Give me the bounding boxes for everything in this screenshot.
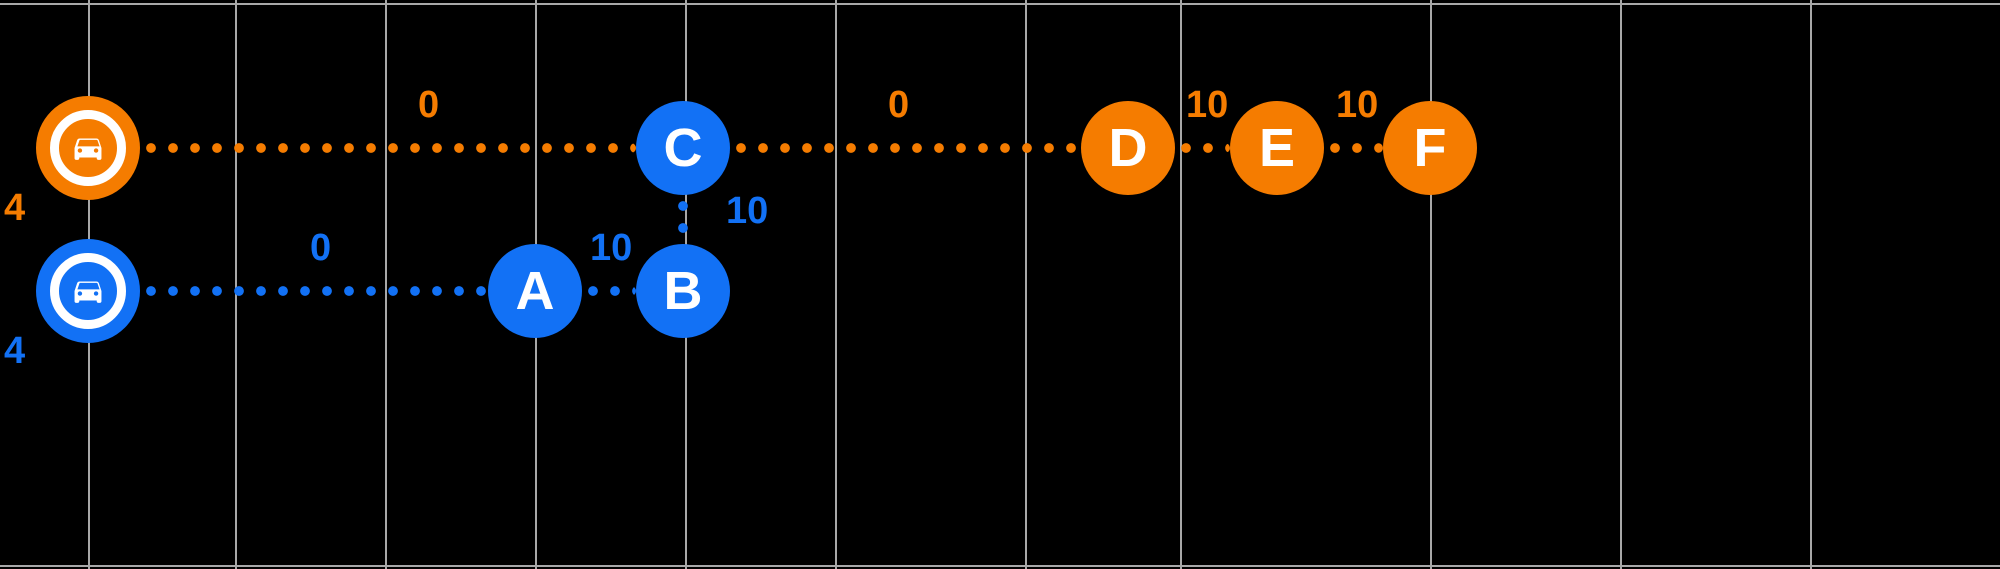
node-b-label: B	[663, 261, 703, 321]
vehicle-orange-capacity-label: 4	[4, 187, 26, 229]
edge-d-to-e	[1175, 143, 1230, 153]
grid-line-horizontal-0	[0, 3, 2000, 5]
node-c-label: C	[663, 118, 703, 178]
edge-d-to-e-cost-label: 10	[1186, 84, 1229, 126]
grid-line-vertical-6	[1025, 0, 1027, 569]
vehicle-orange-ring	[50, 110, 126, 186]
node-e-label: E	[1258, 118, 1296, 178]
edge-e-to-f	[1324, 143, 1383, 153]
grid-line-vertical-7	[1180, 0, 1182, 569]
grid-line-vertical-2	[385, 0, 387, 569]
vehicle-blue[interactable]	[36, 239, 140, 343]
edge-blue-vehicle-to-a-cost-label: 0	[310, 227, 332, 269]
vehicle-orange[interactable]	[36, 96, 140, 200]
node-d-label: D	[1108, 118, 1148, 178]
grid-line-vertical-1	[235, 0, 237, 569]
node-f-label: F	[1413, 118, 1447, 178]
grid-line-vertical-10	[1810, 0, 1812, 569]
grid-line-vertical-5	[835, 0, 837, 569]
vehicle-blue-capacity-label: 4	[4, 330, 26, 372]
edge-orange-vehicle-to-c-cost-label: 0	[418, 84, 440, 126]
grid-line-vertical-9	[1620, 0, 1622, 569]
node-d[interactable]: D	[1081, 101, 1175, 195]
car-icon	[69, 272, 107, 310]
edge-a-to-b	[582, 286, 636, 296]
edge-c-to-d-cost-label: 0	[888, 84, 910, 126]
edge-c-to-b	[678, 195, 688, 244]
node-c[interactable]: C	[636, 101, 730, 195]
grid-line-vertical-8	[1430, 0, 1432, 569]
node-a[interactable]: A	[488, 244, 582, 338]
edge-e-to-f-cost-label: 10	[1336, 84, 1379, 126]
car-icon	[69, 129, 107, 167]
vehicle-blue-ring	[50, 253, 126, 329]
edge-orange-vehicle-to-c	[140, 143, 636, 153]
node-f[interactable]: F	[1383, 101, 1477, 195]
node-e[interactable]: E	[1230, 101, 1324, 195]
edge-blue-vehicle-to-a	[140, 286, 488, 296]
node-b[interactable]: B	[636, 244, 730, 338]
node-a-label: A	[515, 261, 555, 321]
edge-c-to-b-cost-label: 10	[726, 190, 769, 232]
edge-a-to-b-cost-label: 10	[590, 227, 633, 269]
grid-line-horizontal-1	[0, 565, 2000, 567]
edge-c-to-d	[730, 143, 1081, 153]
